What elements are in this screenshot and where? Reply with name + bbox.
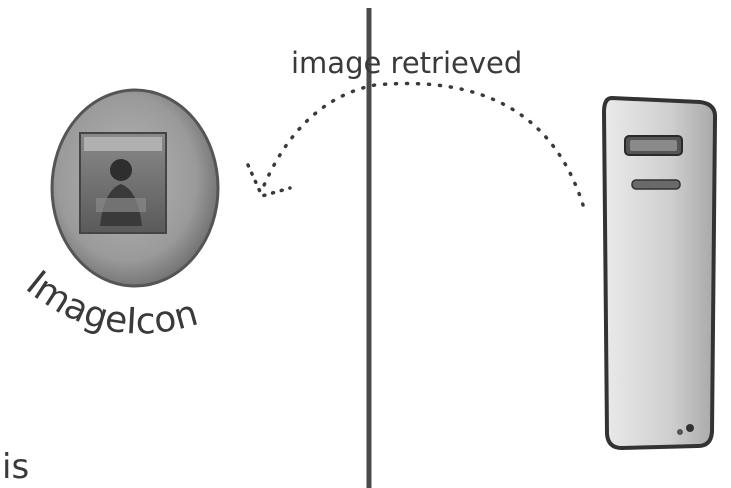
server-tower-icon: [604, 98, 715, 448]
bottom-text: is: [2, 447, 29, 487]
dotted-arrow-icon: [248, 84, 583, 206]
arrow-label: image retrieved: [291, 46, 522, 80]
image-icon: [52, 90, 218, 286]
photo-thumbnail-icon: [80, 133, 166, 233]
server-slot: [632, 180, 680, 189]
